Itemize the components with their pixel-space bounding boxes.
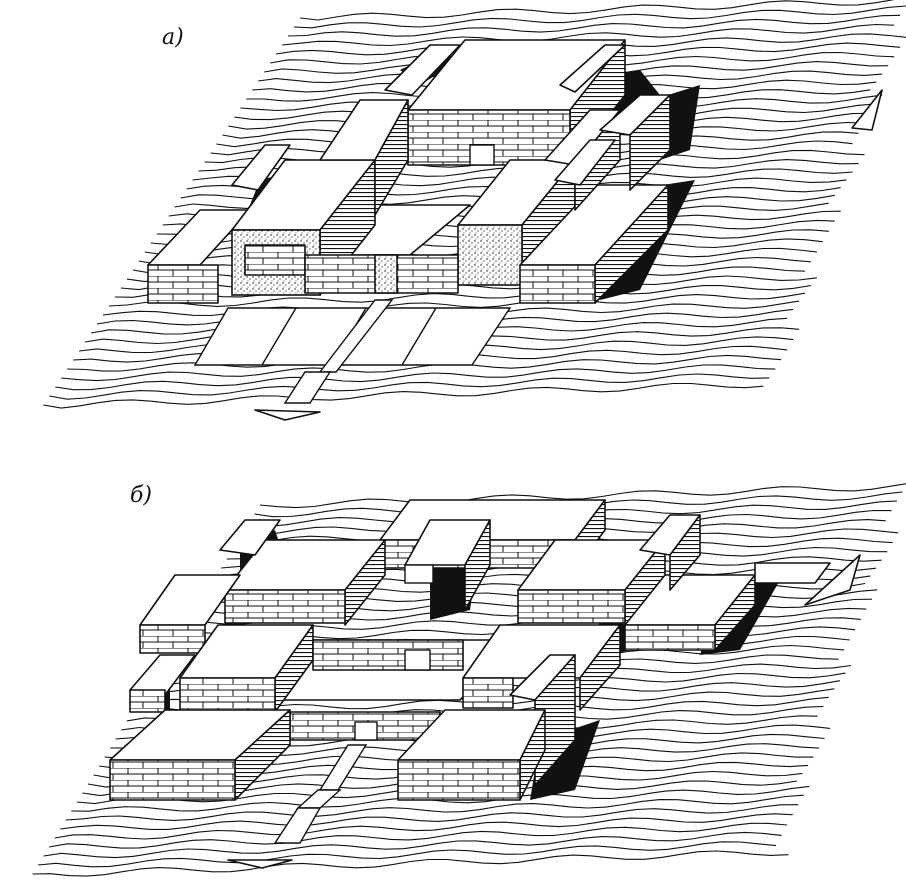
panel-b-front-left-block	[109, 709, 291, 801]
entrance-arrow-icon	[227, 859, 293, 869]
panel-a-right-wing	[457, 94, 671, 304]
ground-hatch-line	[55, 364, 776, 391]
north-arrow-icon	[851, 89, 883, 131]
ground-hatch-line	[54, 813, 793, 840]
ground-hatch-line	[60, 804, 799, 830]
panel-b-back-building	[379, 499, 606, 611]
panel-a-forecourt	[193, 299, 512, 404]
panel-b-label: б)	[130, 483, 152, 508]
panel-b-top-right-block	[517, 514, 831, 651]
entrance-arrow-icon	[254, 409, 321, 421]
north-arrow-icon	[804, 554, 861, 606]
ground-hatch-line	[65, 794, 804, 821]
panel-b-entrance-path	[273, 744, 368, 844]
ground-hatch-line	[71, 785, 810, 812]
ground-hatch-line	[102, 292, 806, 317]
ground-hatch-line	[49, 822, 788, 849]
ground-hatch-line	[293, 5, 906, 29]
panel-a-label: а)	[162, 25, 184, 50]
panel-b-middle-band	[129, 624, 621, 786]
panel-b-front-right-block	[397, 709, 546, 801]
panel-a-left-wing	[147, 99, 409, 304]
ground-hatch-line	[32, 850, 789, 877]
ground-hatch-line	[43, 382, 764, 409]
ground-hatch-line	[282, 23, 895, 47]
ground-hatch-line	[49, 373, 770, 400]
ground-hatch-line	[259, 483, 906, 509]
panel-b: б)	[32, 483, 906, 877]
ground-hatch-line	[37, 841, 777, 868]
ground-hatch-line	[61, 354, 782, 382]
ground-hatch-line	[299, 0, 896, 21]
ground-hatch-line	[108, 284, 812, 307]
panel-a: а)	[43, 0, 906, 421]
ground-hatch-line	[43, 831, 782, 859]
ground-hatch-line	[288, 14, 901, 37]
panel-b-top-left-block	[139, 519, 386, 654]
